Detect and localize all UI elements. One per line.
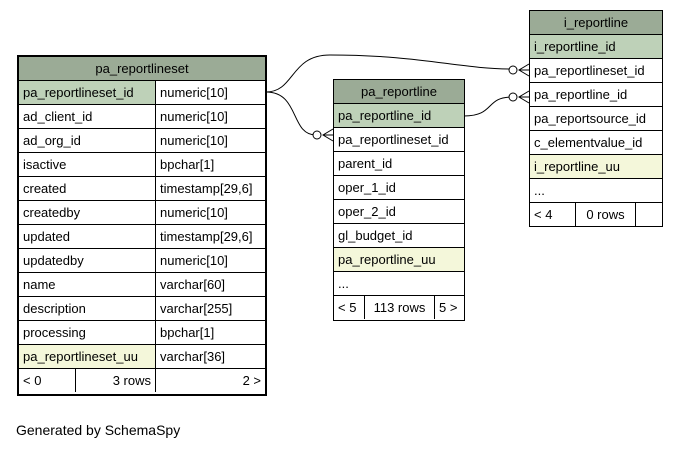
column-row[interactable]: pa_reportlineset_uu varchar[36] [19,345,265,369]
edge-end-circle [508,92,518,102]
column-name: name [19,273,156,296]
column-name: ad_org_id [19,129,156,152]
column-row[interactable]: isactive bpchar[1] [19,153,265,177]
table-pa-reportline[interactable]: pa_reportline pa_reportline_id pa_reportl… [333,79,465,321]
column-row[interactable]: oper_2_id [334,200,464,224]
column-type: numeric[10] [160,109,228,124]
table-footer: < 0 3 rows 2 > [19,369,265,393]
column-row[interactable]: processing bpchar[1] [19,321,265,345]
table-footer: < 4 0 rows [530,203,662,227]
column-row[interactable]: pa_reportlineset_id numeric[10] [19,81,265,105]
table-header: pa_reportlineset [19,57,265,81]
column-name: created [19,177,156,200]
column-row[interactable]: pa_reportline_id [334,104,464,128]
column-row[interactable]: updatedby numeric[10] [19,249,265,273]
edge-reportlineset-to-i-reportline [265,54,513,93]
column-row[interactable]: createdby numeric[10] [19,201,265,225]
column-type: numeric[10] [160,205,228,220]
footer-children[interactable]: 2 > [242,373,261,388]
column-row[interactable]: pa_reportlineset_id [530,59,662,83]
column-name: updatedby [19,249,156,272]
column-row[interactable]: pa_reportline_id [530,83,662,107]
column-row[interactable]: gl_budget_id [334,224,464,248]
column-name: pa_reportsource_id [534,111,647,126]
column-type: varchar[255] [160,301,233,316]
column-name: pa_reportlineset_id [19,81,156,104]
column-name: description [19,297,156,320]
column-name: parent_id [338,156,393,171]
edge-end-circle [312,130,322,140]
footer-row-count: 0 rows [576,203,636,226]
column-type: timestamp[29,6] [160,181,253,196]
edge-crowfoot [518,90,530,104]
column-name: pa_reportline_id [534,87,628,102]
column-name: isactive [19,153,156,176]
table-title: pa_reportline [334,80,464,103]
column-name: createdby [19,201,156,224]
table-title: i_reportline [530,11,662,34]
column-name: gl_budget_id [338,228,413,243]
generated-by-label: Generated by SchemaSpy [16,422,181,438]
column-row[interactable]: oper_1_id [334,176,464,200]
column-name: oper_1_id [338,180,396,195]
footer-row-count: 113 rows [365,296,435,319]
column-row[interactable]: description varchar[255] [19,297,265,321]
column-name: ad_client_id [19,105,156,128]
footer-parents[interactable]: < 0 [19,369,76,392]
column-row[interactable]: i_reportline_id [530,35,662,59]
column-type: bpchar[1] [160,157,215,172]
footer-row-count: 3 rows [76,369,156,392]
column-row[interactable]: parent_id [334,152,464,176]
footer-children[interactable]: 5 > [439,300,458,315]
column-row[interactable]: created timestamp[29,6] [19,177,265,201]
column-row[interactable]: pa_reportlineset_id [334,128,464,152]
column-type: bpchar[1] [160,325,215,340]
column-name: pa_reportline_id [334,104,464,127]
edge-end-circle [508,65,518,75]
column-name: updated [19,225,156,248]
column-name: pa_reportlineset_id [534,63,645,78]
footer-children[interactable] [636,203,662,226]
column-name: i_reportline_uu [530,155,662,178]
column-name: pa_reportlineset_uu [19,345,156,368]
column-row[interactable]: updated timestamp[29,6] [19,225,265,249]
table-footer: < 5 113 rows 5 > [334,296,464,320]
column-type: numeric[10] [160,133,228,148]
column-name: oper_2_id [338,204,396,219]
column-type: varchar[36] [160,349,226,364]
column-type: timestamp[29,6] [160,229,253,244]
column-type: numeric[10] [160,253,228,268]
table-title: pa_reportlineset [19,57,265,80]
column-name: ... [534,183,545,198]
column-row[interactable]: i_reportline_uu [530,155,662,179]
footer-parents[interactable]: < 4 [530,203,576,226]
column-row[interactable]: pa_reportline_uu [334,248,464,272]
column-name: pa_reportline_uu [334,248,464,271]
table-i-reportline[interactable]: i_reportline i_reportline_id pa_reportlin… [529,10,663,227]
column-row[interactable]: ... [530,179,662,203]
column-type: numeric[10] [160,85,228,100]
column-type: varchar[60] [160,277,226,292]
footer-parents[interactable]: < 5 [334,296,365,319]
edge-reportline-to-i-reportline [463,96,513,117]
column-row[interactable]: ad_client_id numeric[10] [19,105,265,129]
table-header: i_reportline [530,11,662,35]
edge-reportlineset-to-pa-reportline [265,91,317,136]
column-row[interactable]: pa_reportsource_id [530,107,662,131]
column-row[interactable]: c_elementvalue_id [530,131,662,155]
column-name: ... [338,276,349,291]
table-header: pa_reportline [334,80,464,104]
column-row[interactable]: ... [334,272,464,296]
column-name: pa_reportlineset_id [338,132,449,147]
column-name: i_reportline_id [530,35,662,58]
column-row[interactable]: ad_org_id numeric[10] [19,129,265,153]
edge-crowfoot [518,63,530,77]
column-name: processing [19,321,156,344]
edge-crowfoot [322,128,334,142]
column-row[interactable]: name varchar[60] [19,273,265,297]
column-name: c_elementvalue_id [534,135,643,150]
